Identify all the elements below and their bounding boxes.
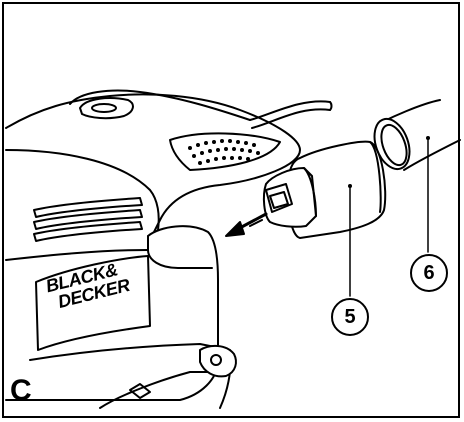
sander-front — [5, 149, 160, 231]
air-vents — [33, 197, 143, 242]
sander-body — [5, 93, 301, 241]
insert-arrow — [225, 212, 268, 237]
callout-6-label: 6 — [423, 261, 435, 284]
grip-dots — [188, 139, 260, 165]
brand-plate — [35, 255, 151, 351]
clamp — [129, 344, 237, 399]
grip-area — [169, 132, 281, 171]
vacuum-hose — [373, 99, 461, 171]
callout-5: 5 — [331, 298, 369, 336]
dust-adaptor — [262, 140, 387, 239]
callout-6: 6 — [410, 254, 448, 292]
callout-5-label: 5 — [344, 305, 356, 328]
sander-handle — [69, 89, 251, 121]
base-plate — [29, 343, 232, 409]
power-switch — [79, 97, 134, 120]
power-cable — [249, 100, 331, 121]
panel-letter: C — [10, 374, 32, 407]
